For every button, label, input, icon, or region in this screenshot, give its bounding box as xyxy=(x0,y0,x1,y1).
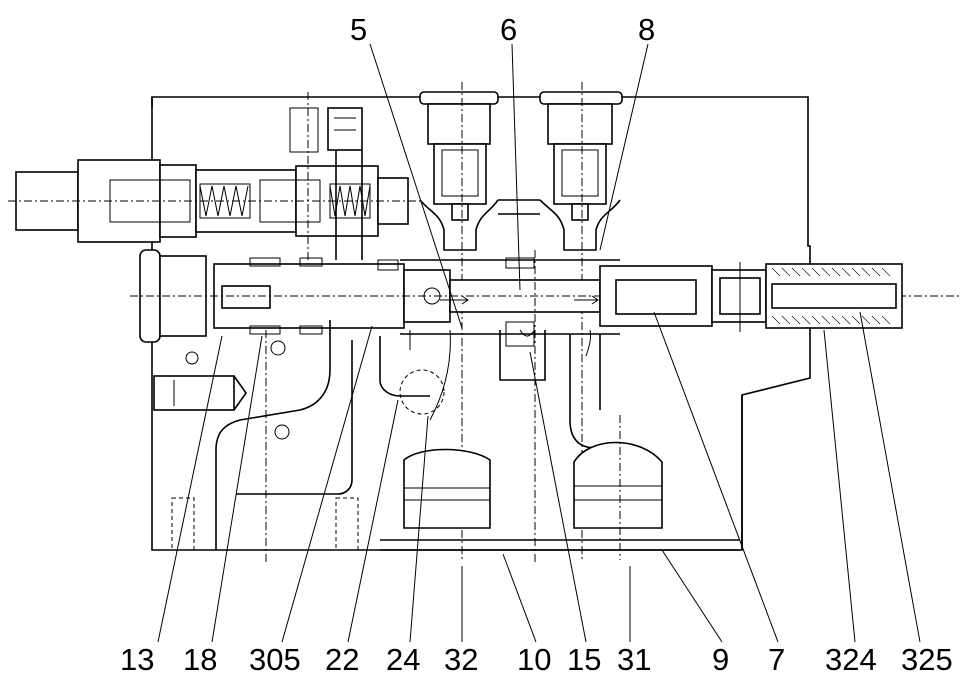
callout-24: 24 xyxy=(386,642,420,677)
callout-18: 18 xyxy=(183,642,217,677)
callout-305: 305 xyxy=(249,642,301,677)
internal-passages xyxy=(215,320,601,550)
bottom-port-31 xyxy=(573,415,663,560)
leader-lines xyxy=(157,43,921,643)
right-plunger xyxy=(599,262,903,332)
left-port-fitting xyxy=(153,330,290,565)
callout-10: 10 xyxy=(517,642,551,677)
callout-5: 5 xyxy=(350,12,367,47)
top-callouts: 5 6 8 xyxy=(350,12,655,47)
flow-arrows xyxy=(409,295,599,421)
callout-7: 7 xyxy=(768,642,785,677)
callout-31: 31 xyxy=(617,642,651,677)
callout-13: 13 xyxy=(120,642,154,677)
callout-22: 22 xyxy=(325,642,359,677)
top-cap-left xyxy=(419,82,499,560)
callout-9: 9 xyxy=(712,642,729,677)
relief-cartridge xyxy=(8,159,420,243)
callout-325: 325 xyxy=(901,642,953,677)
callout-8: 8 xyxy=(638,12,655,47)
callout-324: 324 xyxy=(825,642,877,677)
bottom-left-bolts xyxy=(171,497,359,551)
callout-32: 32 xyxy=(444,642,478,677)
top-cap-right xyxy=(539,82,623,560)
callout-6: 6 xyxy=(500,12,517,47)
upper-left-channel xyxy=(289,92,363,300)
bottom-callouts: 13 18 305 22 24 32 10 15 31 9 7 324 325 xyxy=(120,642,953,677)
callout-15: 15 xyxy=(567,642,601,677)
bottom-port-32 xyxy=(403,448,491,529)
